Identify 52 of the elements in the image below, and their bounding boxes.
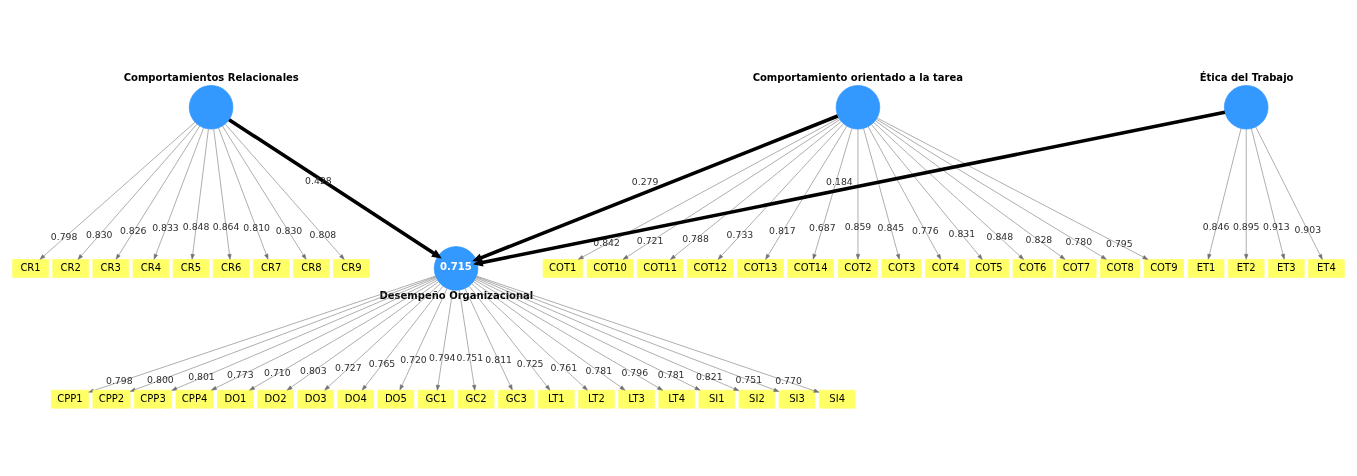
edge-label: 0.821 [695,371,723,383]
edge-label: 0.831 [948,228,976,239]
node-label: Desempeño Organizacional [379,290,534,302]
edge-label: 0.800 [147,373,174,385]
edge-label: 0.751 [735,373,763,385]
edge-label: 0.808 [309,228,337,240]
edge-label: 0.751 [456,351,484,363]
edge-label: 0.826 [119,225,147,237]
edge-label: 0.788 [682,232,709,244]
edge-label: 0.761 [550,361,578,373]
edge-label: 0.781 [657,369,685,381]
edge-label: 0.773 [226,369,254,381]
edge-label: 0.798 [50,231,78,243]
edge-label: 0.720 [400,354,427,366]
edge-label: 0.810 [243,222,270,234]
edge-label: 0.780 [1065,235,1093,247]
edge-label: 0.184 [826,175,853,187]
edge-label: 0.733 [726,229,754,241]
edge-label: 0.727 [335,361,362,373]
edge-label: 0.725 [516,358,544,370]
edge-label: 0.795 [1106,237,1133,249]
edge-label: 0.279 [631,175,659,187]
edge-label: 0.913 [1263,221,1290,233]
edge-label: 0.830 [275,225,303,237]
edge-label: 0.781 [585,364,613,376]
edge-label: 0.845 [877,221,905,233]
edge-label: 0.798 [106,375,133,387]
edge-label: 0.828 [1025,233,1053,245]
edge-label: 0.776 [912,224,939,236]
edge-label: 0.903 [1294,224,1322,236]
edge-label: 0.817 [769,225,796,237]
edge-label: 0.830 [85,228,113,240]
edge-label: 0.770 [775,375,802,387]
edge-label: 0.710 [264,367,291,379]
edge-label: 0.833 [152,222,179,234]
edge-label: 0.864 [212,220,240,232]
edge-label: 0.803 [300,364,327,376]
edge-label: 0.811 [485,354,512,366]
edge-label: 0.846 [1202,221,1230,233]
node-label: Comportamientos Relacionales [123,71,299,83]
edge-label: 0.765 [368,358,396,370]
edge-label: 0.895 [1232,220,1260,232]
edge-label: 0.848 [986,231,1014,243]
edge-label: 0.687 [809,221,836,233]
edge-label: 0.721 [636,235,664,247]
edge-label: 0.796 [621,367,649,379]
node-label: Comportamiento orientado a la tarea [752,71,964,83]
edge-label: 0.859 [844,220,872,232]
edge-label: 0.801 [188,371,215,383]
edge-label: 0.848 [182,220,210,232]
edge-label: 0.794 [428,351,456,363]
node-label: Ética del Trabajo [1199,71,1294,83]
